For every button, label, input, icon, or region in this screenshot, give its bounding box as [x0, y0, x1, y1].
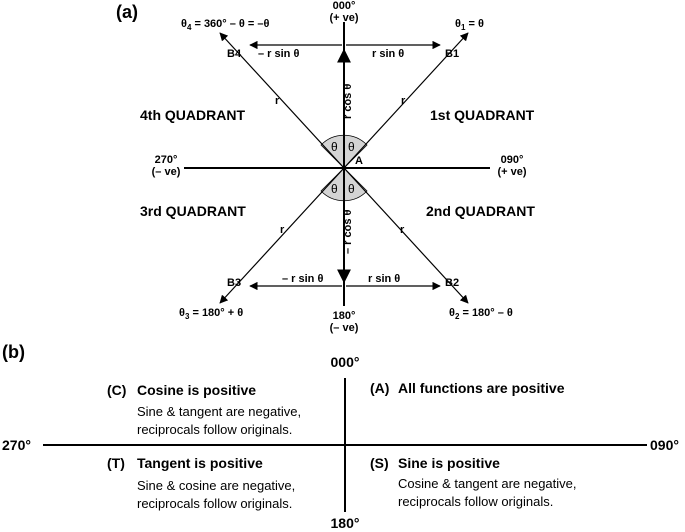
theta4-formula: θ4 = 360° – θ = –θ: [181, 18, 270, 32]
quadrant-t-title: Tangent is positive: [137, 455, 263, 471]
upper-left-theta: θ: [331, 140, 338, 154]
lower-neg-r-sin-label: – r sin θ: [282, 273, 323, 285]
radius-label-b2: r: [400, 224, 405, 236]
down-cos-label: – r cos θ: [342, 209, 354, 254]
radius-line-b3: [219, 167, 345, 304]
quadrant-c-line2: reciprocals follow originals.: [137, 422, 292, 437]
a-left-sign: (– ve): [152, 166, 181, 178]
b-top-bearing: 000°: [331, 354, 360, 370]
radius-label-b1: r: [401, 95, 406, 107]
upper-right-theta: θ: [348, 140, 355, 154]
quadrant-s-letter: (S): [370, 455, 389, 471]
panel-a-label: (a): [116, 2, 138, 22]
up-cos-label: r cos θ: [342, 84, 354, 119]
b-left-bearing: 270°: [2, 437, 31, 453]
quadrant-c-title: Cosine is positive: [137, 382, 256, 398]
a-top-sign: (+ ve): [329, 12, 358, 24]
a-right-bearing: 090°: [501, 154, 524, 166]
panel-b: (b) 000° 180° 270° 090° (C) Cosine is po…: [2, 342, 679, 531]
quadrant-a-letter: (A): [370, 380, 389, 396]
lower-r-sin-label: r sin θ: [368, 273, 400, 285]
quadrant-c-letter: (C): [107, 382, 126, 398]
theta3-formula: θ3 = 180° + θ: [179, 307, 243, 321]
quadrant-t-line2: reciprocals follow originals.: [137, 496, 292, 511]
radius-label-b3: r: [280, 224, 285, 236]
a-left-bearing: 270°: [155, 154, 178, 166]
quadrant-4-label: 4th QUADRANT: [140, 107, 245, 123]
radius-label-b4: r: [275, 95, 280, 107]
origin-label: A: [355, 155, 363, 167]
quadrant-t-line1: Sine & cosine are negative,: [137, 478, 295, 493]
theta1-formula: θ1 = θ: [455, 18, 484, 32]
quadrant-3-label: 3rd QUADRANT: [140, 203, 246, 219]
upper-neg-r-sin-label: – r sin θ: [258, 48, 299, 60]
a-top-bearing: 000°: [333, 0, 356, 12]
quadrant-s-line2: reciprocals follow originals.: [398, 494, 553, 509]
quadrant-s-title: Sine is positive: [398, 455, 500, 471]
quadrant-s-line1: Cosine & tangent are negative,: [398, 476, 577, 491]
upper-r-sin-label: r sin θ: [372, 48, 404, 60]
quadrant-2-label: 2nd QUADRANT: [426, 203, 535, 219]
quadrant-1-label: 1st QUADRANT: [430, 107, 535, 123]
a-bottom-sign: (– ve): [330, 322, 359, 334]
radius-line-b4: [219, 32, 345, 169]
radius-line-b1: [343, 32, 469, 169]
lower-left-theta: θ: [331, 182, 338, 196]
panel-b-label: (b): [2, 342, 25, 362]
a-bottom-bearing: 180°: [333, 310, 356, 322]
quadrant-t-letter: (T): [107, 455, 125, 471]
point-b1: B1: [445, 48, 459, 60]
panel-a: (a) 000° (+ ve) 180° (– ve) 270° (– ve) …: [116, 0, 535, 334]
a-right-sign: (+ ve): [497, 166, 526, 178]
b-right-bearing: 090°: [650, 437, 679, 453]
point-b2: B2: [445, 277, 459, 289]
quadrant-a-title: All functions are positive: [398, 380, 565, 396]
radius-line-b2: [343, 167, 469, 304]
b-bottom-bearing: 180°: [331, 515, 360, 531]
lower-right-theta: θ: [348, 182, 355, 196]
point-b3: B3: [227, 277, 241, 289]
quadrant-c-line1: Sine & tangent are negative,: [137, 404, 301, 419]
point-b4: B4: [227, 48, 242, 60]
theta2-formula: θ2 = 180° – θ: [449, 307, 513, 321]
